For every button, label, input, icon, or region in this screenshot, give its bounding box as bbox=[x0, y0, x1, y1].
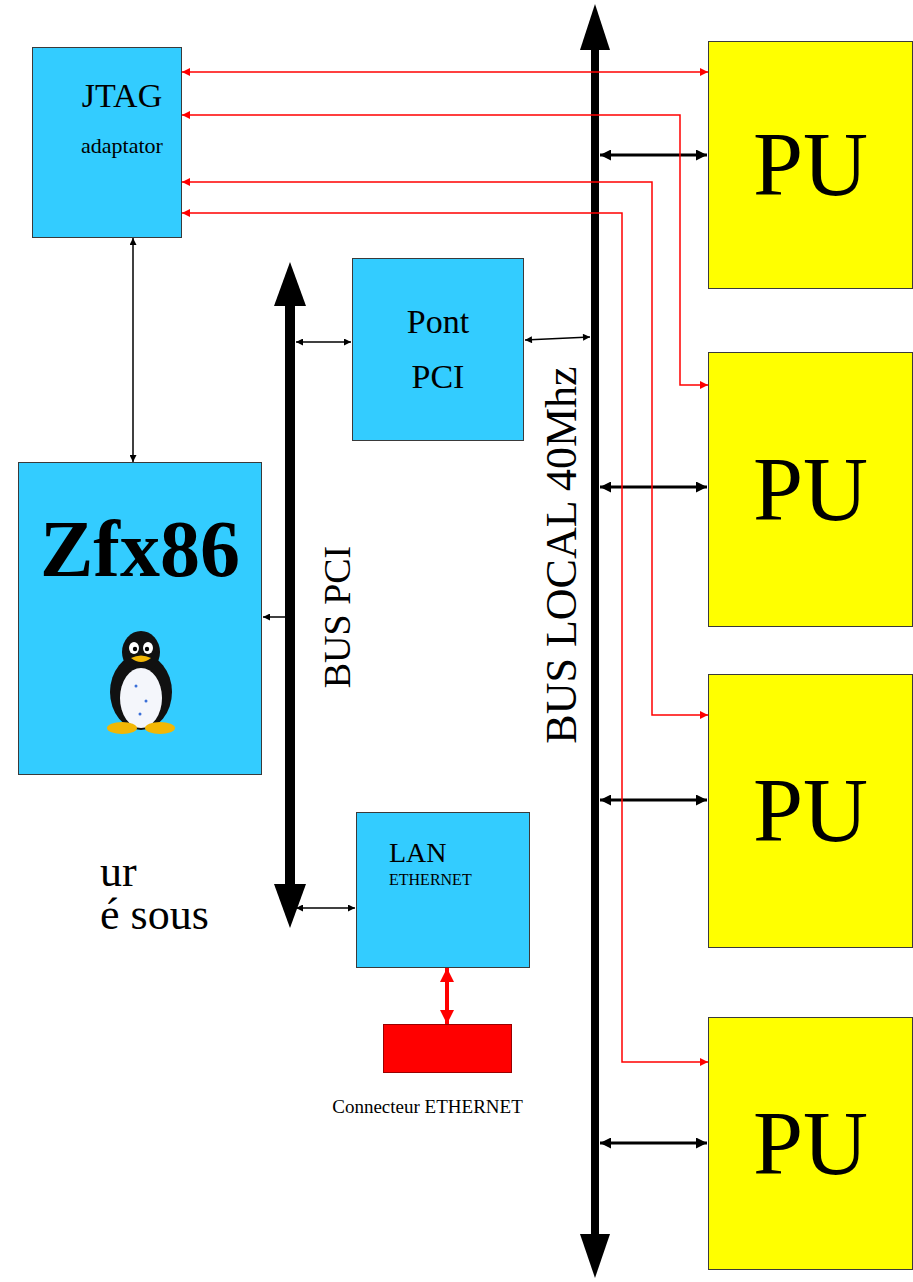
bus-tap bbox=[525, 337, 590, 340]
box-title: Pont PCI bbox=[388, 295, 488, 404]
bus-label: BUS PCI bbox=[318, 546, 356, 689]
bus-head bbox=[274, 884, 306, 928]
box-title: Zfx86 bbox=[40, 505, 240, 593]
bus-tap bbox=[600, 1142, 707, 1145]
unit-label: PU bbox=[753, 438, 868, 542]
jtag-cpu-link bbox=[132, 238, 134, 462]
processing-unit: PU bbox=[708, 674, 913, 948]
connector-caption: Connecteur ETHERNET bbox=[332, 1096, 522, 1118]
unit-label: PU bbox=[753, 1092, 868, 1196]
bridge-box: Pont PCI bbox=[352, 258, 524, 441]
box-title: LAN bbox=[389, 837, 447, 869]
bus-tap bbox=[600, 486, 707, 489]
bus-shaft bbox=[591, 46, 599, 1238]
cut-text: é sous bbox=[100, 893, 209, 937]
bus-tap bbox=[296, 341, 351, 343]
bus-shaft bbox=[285, 300, 295, 890]
box-subtitle: adaptator bbox=[81, 133, 163, 158]
linux-penguin bbox=[96, 626, 186, 736]
box-subtitle: ETHERNET bbox=[389, 871, 472, 889]
box-title: JTAG bbox=[82, 76, 162, 115]
bus-tap bbox=[296, 907, 355, 909]
bus-head bbox=[274, 262, 306, 306]
ethernet-link bbox=[445, 968, 449, 1024]
unit-label: PU bbox=[753, 113, 868, 217]
processing-unit: PU bbox=[708, 1017, 913, 1270]
bus-tap bbox=[600, 799, 707, 802]
pci-bus bbox=[274, 262, 306, 928]
cpu-box: Zfx86 bbox=[18, 462, 262, 775]
cut-text: ur bbox=[100, 850, 137, 894]
connector-block: Connecteur ETHERNET bbox=[383, 1024, 512, 1073]
bus-head bbox=[580, 1234, 610, 1278]
adapter-box: JTAG adaptator bbox=[32, 47, 182, 238]
bus-tap bbox=[600, 154, 707, 157]
unit-label: PU bbox=[753, 759, 868, 863]
bus-tap bbox=[263, 616, 285, 618]
local-bus bbox=[580, 4, 610, 1278]
processing-unit: PU bbox=[708, 41, 913, 289]
bus-label: BUS LOCAL 40Mhz bbox=[540, 366, 584, 743]
processing-unit: PU bbox=[708, 352, 913, 627]
lan-box: LAN ETHERNET bbox=[356, 812, 530, 968]
jtag-link bbox=[182, 71, 708, 73]
bus-head bbox=[580, 4, 610, 50]
